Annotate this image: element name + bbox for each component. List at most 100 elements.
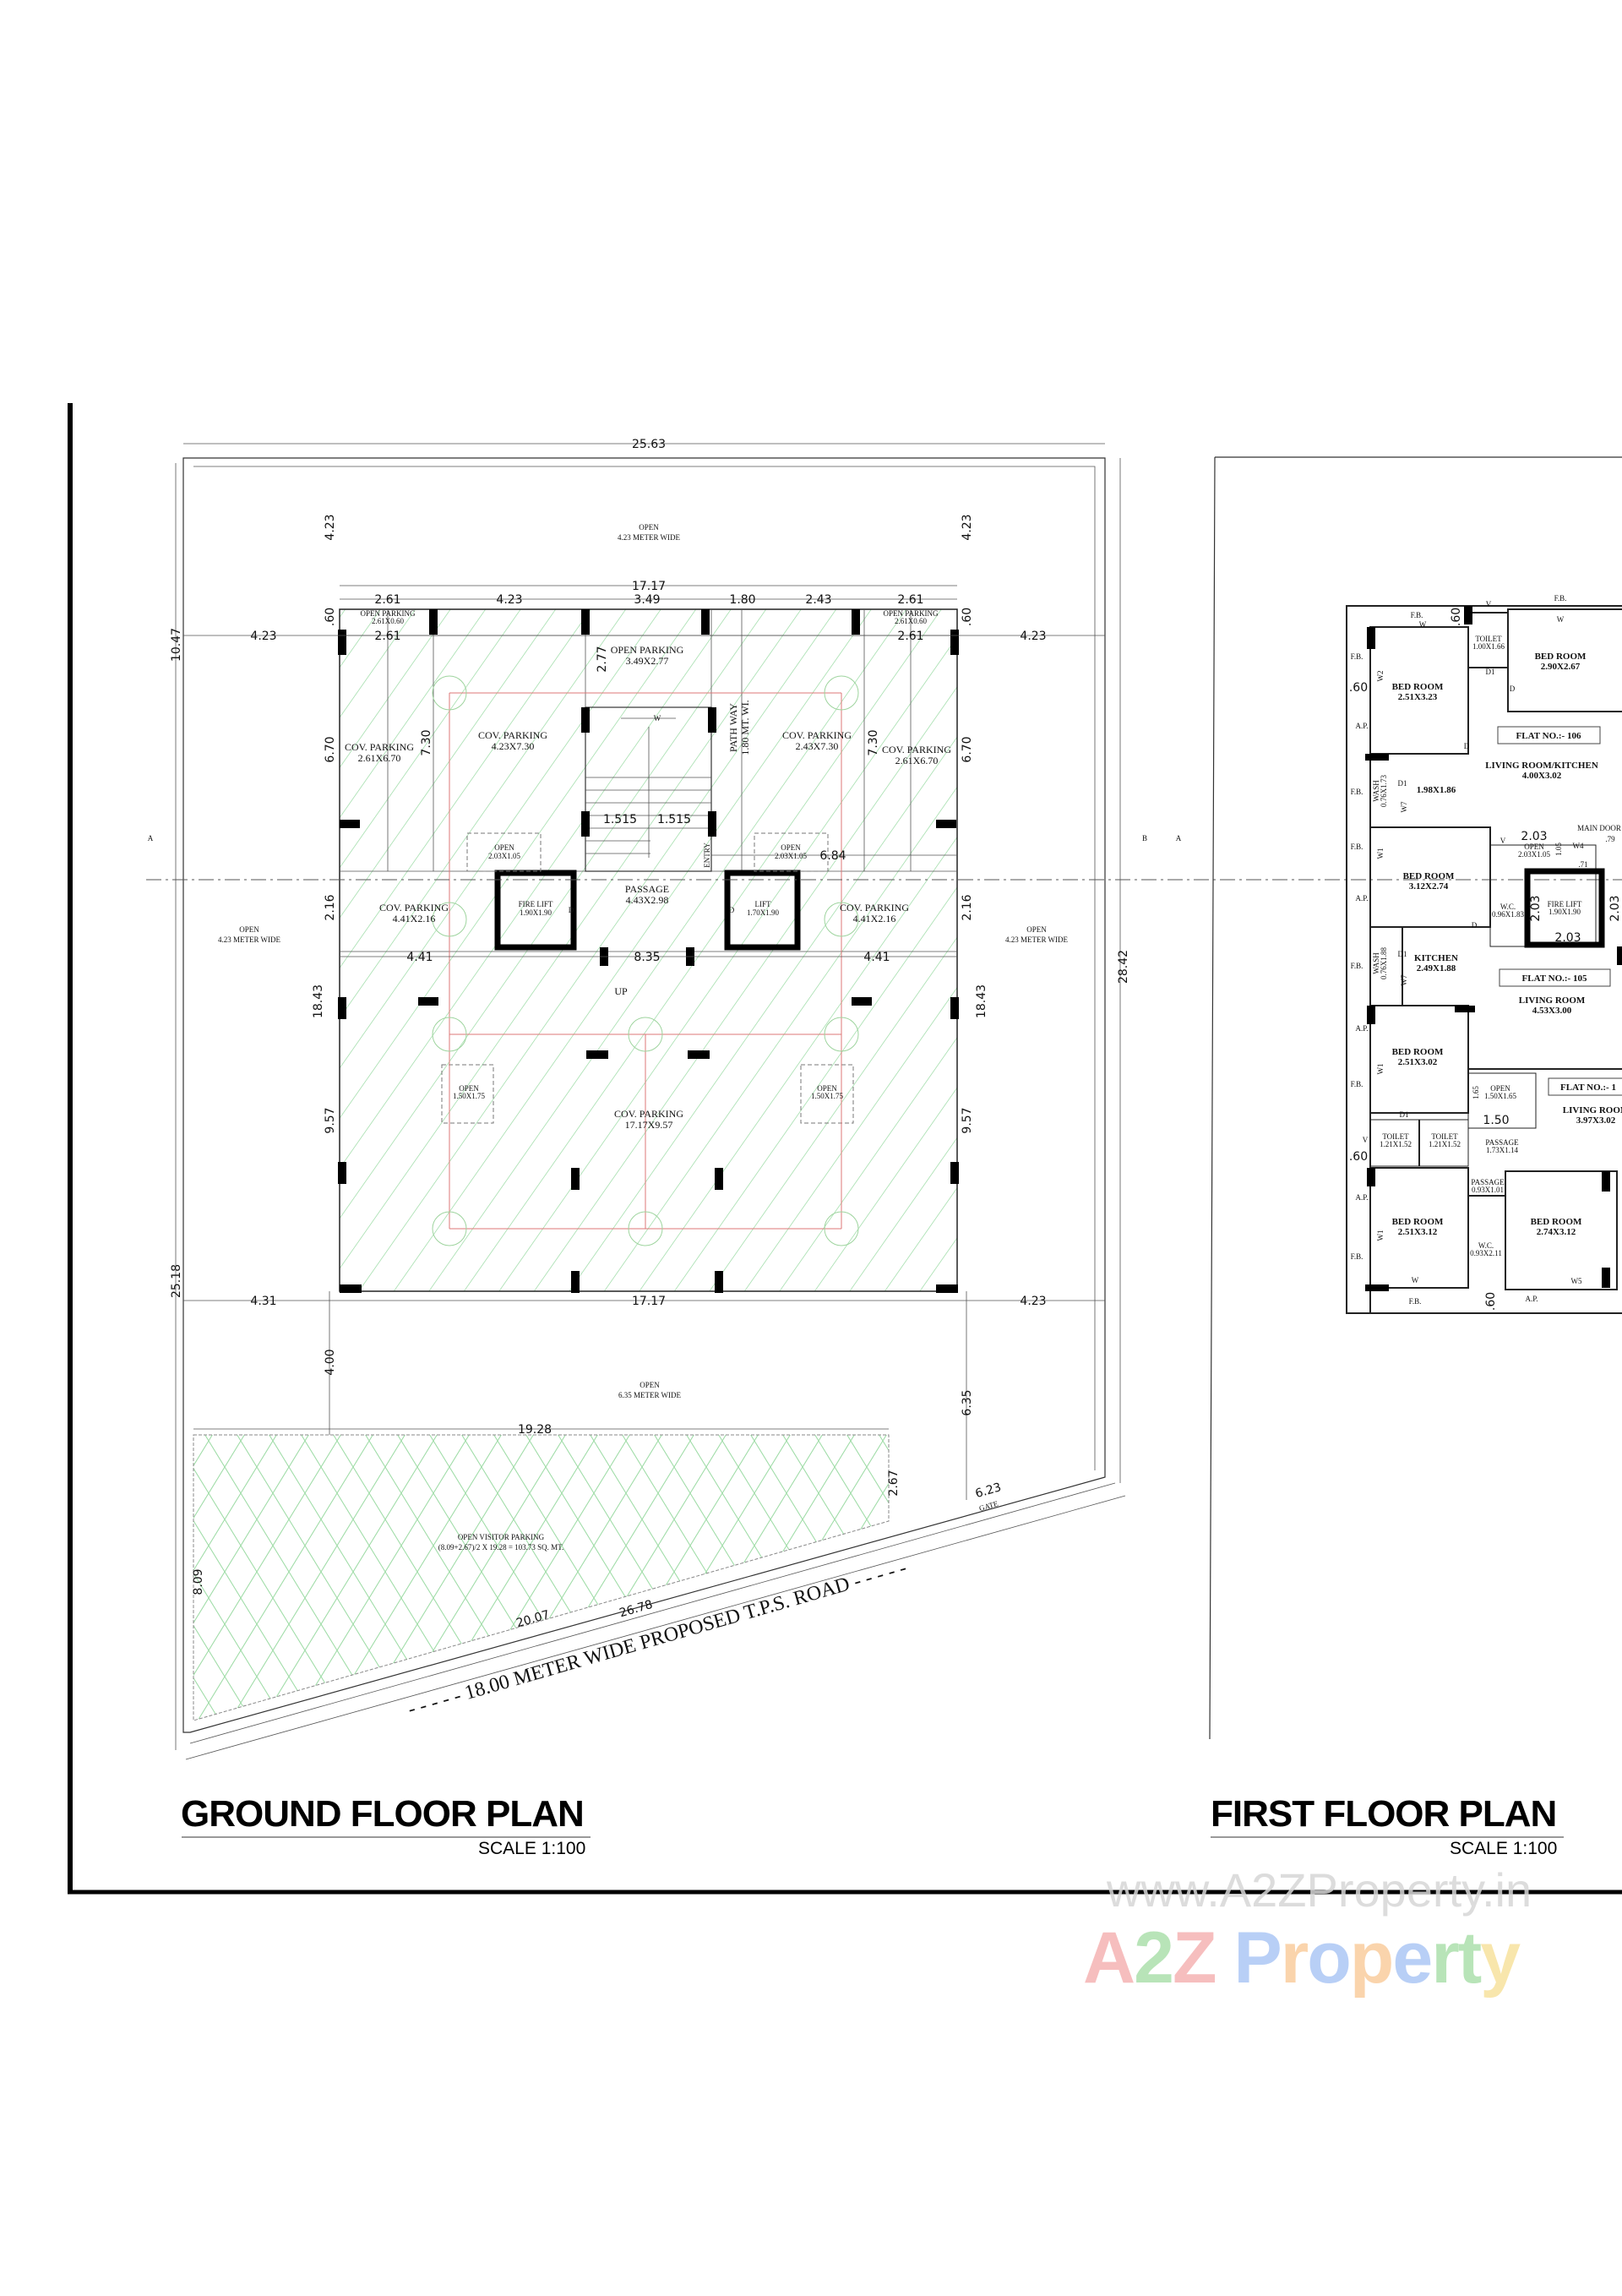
room-size: 2.61X6.70: [358, 752, 401, 764]
lift-shaft: [724, 870, 801, 951]
stair-treads: [585, 717, 711, 858]
flat-number: FLAT NO.:- 106: [1516, 731, 1581, 741]
dim-text: 4.23: [250, 630, 276, 643]
dim-text: 28.42: [1117, 950, 1130, 984]
ff-walls: [1346, 605, 1622, 1314]
title-underline: [182, 1836, 591, 1838]
room-size: 2.03X1.05: [488, 852, 520, 860]
fb-tag: F.B.: [1351, 962, 1363, 970]
room-labels: OPEN PARKING 2.61X0.60 OPEN PARKING 2.61…: [345, 609, 999, 1552]
dim-text: 6.70: [961, 736, 974, 762]
room-size: 4.23X7.30: [492, 740, 535, 752]
open-court-right: [800, 1064, 854, 1124]
dim-text: 17.17: [632, 1295, 666, 1308]
flat-number: FLAT NO.:- 105: [1522, 973, 1587, 984]
dim-text: 25.18: [170, 1264, 183, 1298]
fb-tag: F.B.: [1351, 652, 1363, 661]
dim-text: 18.43: [312, 984, 325, 1018]
dim-text: 26.78: [618, 1598, 654, 1620]
window-tag: W7: [1400, 974, 1408, 985]
room-name: BED ROOM: [1392, 1217, 1444, 1227]
room-name: COV. PARKING: [478, 729, 547, 741]
dim-text: 2.67: [887, 1470, 901, 1496]
room-size: 0.76X1.88: [1380, 947, 1388, 979]
vent-tag: V: [1500, 837, 1506, 845]
open-right-label: OPEN: [1026, 925, 1047, 934]
room-name: OPEN PARKING: [361, 609, 416, 618]
dim-text: 2.03: [1521, 830, 1547, 843]
room-size: 0.76X1.73: [1380, 775, 1388, 807]
dim-text: 2.16: [324, 894, 337, 920]
title-underline: [1211, 1836, 1564, 1838]
room-size: 17.17X9.57: [625, 1119, 673, 1131]
room-name: PASSAGE: [1485, 1138, 1519, 1147]
room-name: LIVING ROOM: [1563, 1105, 1622, 1115]
room-size: 1.73X1.14: [1486, 1146, 1518, 1154]
room-name: COV. PARKING: [840, 902, 909, 913]
room-size: 2.61X0.60: [895, 617, 927, 625]
ff-room-labels: BED ROOM 2.51X3.23 TOILET 1.00X1.66 BED …: [1372, 635, 1622, 1257]
window-tag: W1: [1376, 848, 1385, 859]
dim-text: 17.17: [632, 580, 666, 593]
ff-plot-boundary: [1209, 456, 1622, 1740]
room-name: LIVING ROOM/KITCHEN: [1485, 761, 1598, 771]
dim-text: 2.61: [897, 630, 923, 643]
staircase: [585, 706, 712, 872]
door-tag: D: [569, 906, 574, 914]
room-name: COV. PARKING: [614, 1108, 683, 1120]
room-name: PASSAGE: [1471, 1178, 1505, 1186]
fb-tag: F.B.: [1554, 594, 1567, 603]
room-name: OPEN: [494, 843, 514, 852]
ap-tag: A.P.: [1355, 894, 1368, 903]
room-size: 2.51X3.12: [1398, 1227, 1438, 1237]
fb-tag: F.B.: [1409, 1297, 1422, 1306]
fb-tag: F.B.: [1411, 611, 1423, 619]
fb-tag: F.B.: [1351, 1252, 1363, 1261]
room-size: 2.03X1.05: [1518, 850, 1550, 859]
dim-text: 25.63: [632, 438, 666, 451]
dim-text: 9.57: [324, 1107, 337, 1133]
dim-text: .60: [1450, 608, 1463, 626]
room-size: 4.53X3.00: [1532, 1006, 1572, 1016]
room-name: OPEN PARKING: [884, 609, 939, 618]
room-size: 2.61X0.60: [372, 617, 404, 625]
columns: [338, 609, 959, 1293]
dim-text: 2.61: [374, 593, 400, 607]
window-tag: W: [1557, 615, 1565, 624]
path-way-label: PATH WAY: [727, 703, 739, 752]
door-tag: D1: [1398, 950, 1407, 958]
room-size: 2.90X2.67: [1541, 662, 1581, 672]
door-tag: D1: [1400, 1110, 1409, 1119]
room-size: 1.50X1.75: [453, 1092, 485, 1100]
room-size: 1.50X1.75: [811, 1092, 843, 1100]
dim-text: 19.28: [518, 1423, 552, 1437]
road-edge-line: [189, 1482, 1116, 1744]
room-name: LIFT: [755, 900, 772, 908]
room-size: 2.74X3.12: [1537, 1227, 1576, 1237]
room-size: 2.43X7.30: [796, 740, 839, 752]
dim-text: 6.35: [961, 1389, 974, 1415]
dim-text: 1.80: [729, 593, 755, 607]
room-name: OPEN VISITOR PARKING: [458, 1533, 545, 1541]
dim-text: 1.515: [657, 813, 691, 826]
room-name: BED ROOM: [1535, 652, 1587, 662]
dim-text: 4.41: [406, 951, 433, 964]
room-name: OPEN: [1524, 843, 1544, 851]
window-tag: W5: [1571, 1277, 1582, 1285]
visitor-parking-area: [193, 1434, 890, 1721]
door-tag: D: [729, 906, 735, 914]
dim-text: 4.23: [961, 514, 974, 540]
room-name: COV. PARKING: [379, 902, 449, 913]
ap-tag: A.P.: [1355, 722, 1368, 730]
window-tag: W2: [1376, 671, 1385, 682]
fb-tag: F.B.: [1351, 788, 1363, 796]
window-tag: W4: [1573, 842, 1584, 850]
dim-text: 7.30: [867, 729, 880, 755]
road-frontage-dim: [185, 1495, 1126, 1760]
plot-boundary-inner: [193, 466, 1096, 1470]
dim-text: 2.77: [596, 646, 609, 672]
section-mark-b: B: [1142, 834, 1147, 843]
room-name: W.C.: [1500, 903, 1516, 911]
room-name: LIVING ROOM: [1519, 995, 1586, 1006]
ff-flat-tags: FLAT NO.:- 106 FLAT NO.:- 105 FLAT NO.:-…: [1497, 726, 1622, 1096]
